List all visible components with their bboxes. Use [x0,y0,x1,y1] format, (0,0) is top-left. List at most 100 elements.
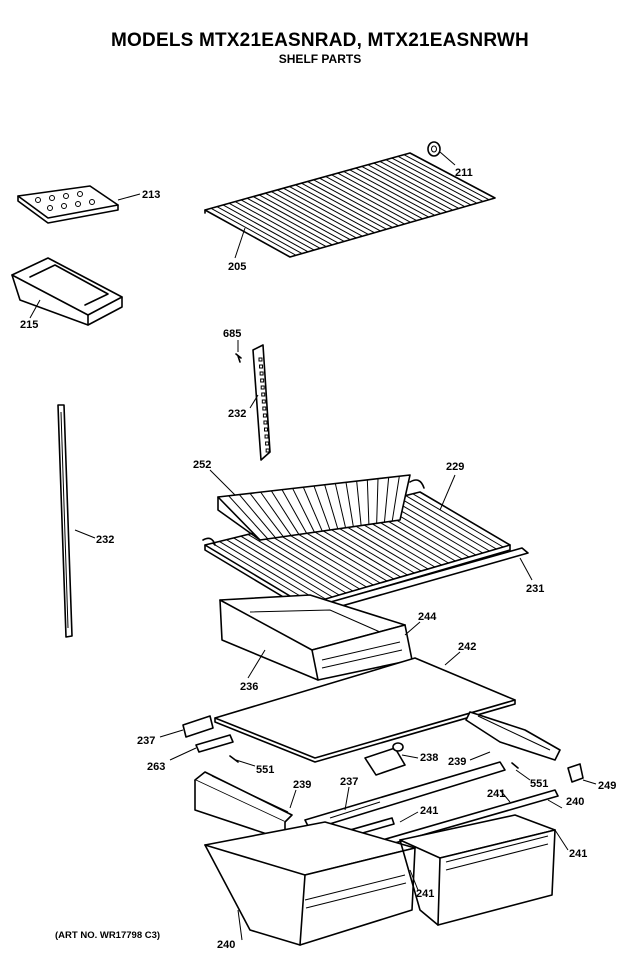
callout-238: 238 [420,752,438,764]
wire-line [324,484,339,530]
callout-239-right: 239 [448,756,466,768]
wire-line [379,160,466,208]
wire-line [233,537,333,598]
rail-slot [264,434,269,439]
wire-line [254,532,354,592]
wire-line [325,176,411,223]
screw-551 [229,755,519,769]
wire-line [249,493,284,537]
callout-232-rail: 232 [228,408,246,420]
wire-line [226,539,326,600]
glass-shelf-242 [214,657,516,763]
rail-slot [263,420,268,425]
rail-slot [259,364,264,369]
clip-238 [364,742,406,776]
wire-line [211,542,313,604]
wire-line [391,157,478,204]
wire-shelf-205 [204,152,496,258]
wire-line [391,498,483,554]
wire-line [403,154,490,201]
wire-line [262,530,360,590]
callout-229: 229 [446,461,464,473]
rail-slot [265,448,270,453]
wire-line [240,199,327,248]
callout-240-left: 240 [217,939,235,951]
egg-tray-213 [17,185,119,224]
shelf-support-strip-232-left [57,404,73,638]
rail-slot [264,427,268,432]
wire-line [337,172,423,220]
wire-line [259,194,345,242]
wire-line [398,496,490,552]
wire-line [313,179,399,227]
callout-240-right: 240 [566,796,584,808]
wire-line [307,181,393,228]
rail-slot [261,399,266,404]
wire-line [391,476,400,522]
wire-line [247,533,347,594]
slide-rail-239-right [465,711,561,761]
callout-237-left: 237 [137,735,155,747]
wire-line [210,207,297,256]
slide-rail-239-left [194,771,293,841]
crisper-pan-240-left [204,821,416,946]
crisper-cover-252 [217,474,411,541]
callout-239-left: 239 [293,779,311,791]
wire-line [222,204,309,253]
callout-leaders [29,151,597,941]
callout-242: 242 [458,641,476,653]
callout-236: 236 [240,681,258,693]
wire-line [385,159,472,206]
wire-line [228,202,315,251]
callout-241-right-lower: 241 [569,848,587,860]
shelf-support-rail-232 [252,344,271,461]
wire-line [367,164,454,211]
wire-line [281,489,308,534]
callout-205: 205 [228,261,246,273]
diagram-subtitle: SHELF PARTS [278,52,362,66]
callout-237-center: 237 [340,776,358,788]
wire-line [366,479,370,525]
wire-line [383,477,390,523]
callout-232-strip: 232 [96,534,114,546]
wire-line [238,494,276,539]
wire-line [240,535,340,596]
wire-line [313,485,331,531]
wire-line [331,174,417,221]
callout-211: 211 [455,167,473,179]
rail-slot [259,371,264,376]
bracket-237-left [182,715,214,738]
wire-line [361,165,448,213]
screw-685 [235,353,242,363]
wire-line [265,192,351,241]
wire-line [277,189,363,237]
art-number: (ART NO. WR17798 C3) [55,930,161,941]
rail-slot [260,385,265,390]
callout-685: 685 [223,328,241,340]
wire-line [302,487,323,532]
callout-241-center: 241 [420,805,438,817]
callout-263: 263 [147,761,165,773]
wire-line [405,495,497,550]
wire-line [234,201,321,249]
wire-line [283,187,369,235]
wire-line [301,182,387,230]
wire-line [319,177,405,225]
diagram-title: MODELS MTX21EASNRAD, MTX21EASNRWH [111,30,529,51]
callout-215: 215 [20,319,38,331]
rail-slot [262,413,267,418]
callout-231: 231 [526,583,544,595]
wire-line [292,488,315,533]
wire-line [355,167,441,215]
callout-252: 252 [193,459,211,471]
wire-line [397,155,484,202]
wire-line [270,490,300,535]
wire-line [349,169,435,216]
wire-line [376,478,379,524]
wire-line [283,525,381,584]
rail-slot [260,378,265,383]
wire-line [228,495,269,540]
wire-line [271,191,357,239]
